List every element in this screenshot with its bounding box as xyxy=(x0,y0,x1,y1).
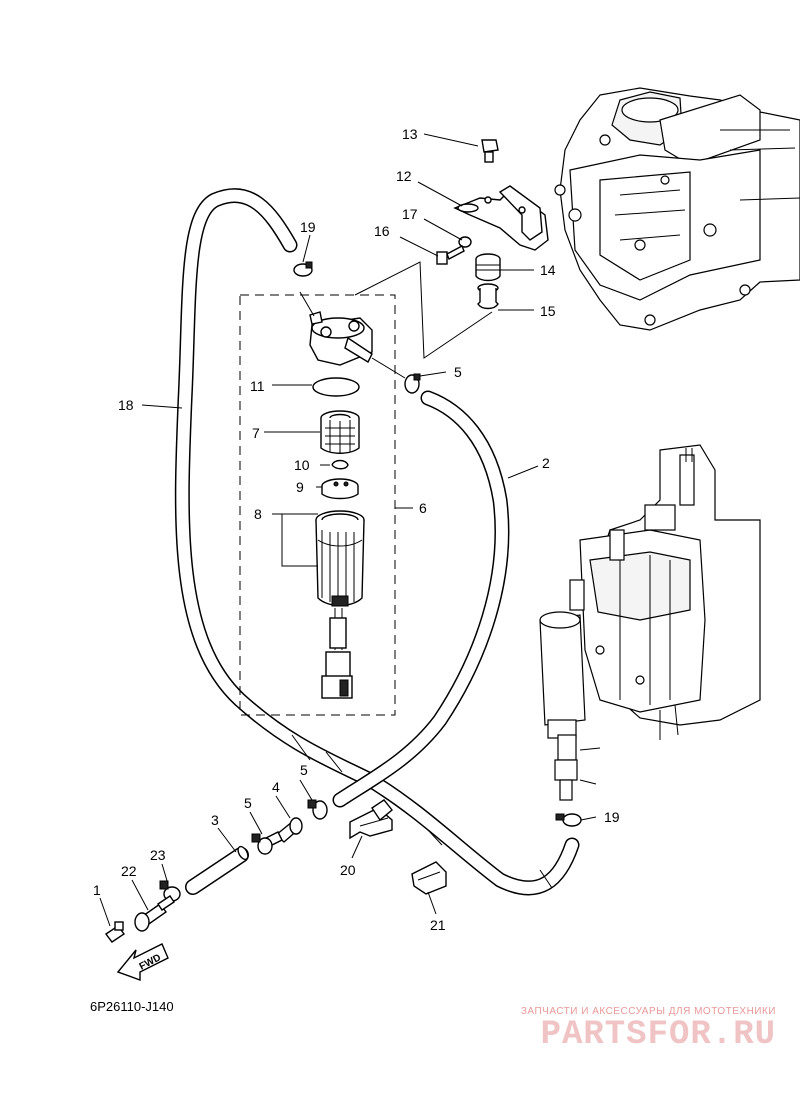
clip-5-lower-b xyxy=(251,833,273,855)
callout-6: 6 xyxy=(419,500,427,516)
engine-block-upper xyxy=(554,87,800,331)
holder-20 xyxy=(349,799,393,840)
callout-16: 16 xyxy=(374,223,390,239)
fwd-arrow-icon: FWD xyxy=(116,943,169,981)
filter-assembly-box xyxy=(239,294,396,716)
hose-3 xyxy=(185,845,249,895)
washer-17 xyxy=(458,236,472,248)
filter-head xyxy=(299,291,406,379)
bolt-13 xyxy=(481,139,499,163)
callout-17: 17 xyxy=(402,206,418,222)
clip-19-lower xyxy=(555,813,582,827)
callout-23: 23 xyxy=(150,847,166,863)
watermark-brand: PARTSFOR.RU xyxy=(540,1016,776,1054)
collar-15 xyxy=(477,283,499,310)
callout-5-lower-a: 5 xyxy=(300,762,308,778)
callout-21: 21 xyxy=(430,917,446,933)
fuel-hose-2 xyxy=(332,390,510,808)
callout-20: 20 xyxy=(340,862,356,878)
float-9 xyxy=(321,478,359,500)
callout-labels: 13 12 17 16 14 15 19 5 11 7 10 9 8 6 18 … xyxy=(93,126,620,933)
fuel-hose-18 xyxy=(174,188,580,896)
joint-22 xyxy=(134,895,175,932)
holder-21 xyxy=(411,861,447,895)
callout-5-upper: 5 xyxy=(454,364,462,380)
callout-4: 4 xyxy=(272,779,280,795)
callout-10: 10 xyxy=(294,457,310,473)
callout-19-upper: 19 xyxy=(300,219,316,235)
callout-13: 13 xyxy=(402,126,418,142)
callout-3: 3 xyxy=(211,812,219,828)
filter-element-7 xyxy=(320,410,360,454)
callout-19-lower: 19 xyxy=(604,809,620,825)
callout-18: 18 xyxy=(118,397,134,413)
clip-5-upper xyxy=(404,373,421,394)
leader-bracket xyxy=(354,261,493,359)
callout-9: 9 xyxy=(296,479,304,495)
callout-14: 14 xyxy=(540,262,556,278)
bolt-16 xyxy=(436,245,465,265)
leader-lines xyxy=(99,133,597,927)
callout-22: 22 xyxy=(121,863,137,879)
watermark-subtitle: ЗАПЧАСТИ И АКСЕССУАРЫ ДЛЯ МОТОТЕХНИКИ xyxy=(520,1006,776,1017)
clip-5-lower-a xyxy=(307,799,328,820)
callout-7: 7 xyxy=(252,425,260,441)
bracket-12 xyxy=(453,185,549,251)
clip-10 xyxy=(331,459,349,470)
grommet-14 xyxy=(475,253,501,282)
callout-2: 2 xyxy=(542,455,550,471)
callout-11: 11 xyxy=(250,378,265,394)
callout-5-lower-b: 5 xyxy=(244,795,252,811)
callout-12: 12 xyxy=(396,168,412,184)
sensor-connector xyxy=(321,608,353,699)
o-ring-11 xyxy=(312,377,360,397)
diagram-code: 6P26110-J140 xyxy=(90,999,174,1014)
watermark: ЗАПЧАСТИ И АКСЕССУАРЫ ДЛЯ МОТОТЕХНИКИ PA… xyxy=(521,1006,776,1053)
callout-1: 1 xyxy=(93,882,101,898)
callout-8: 8 xyxy=(254,506,262,522)
vapor-separator-assembly xyxy=(539,444,761,801)
callout-15: 15 xyxy=(540,303,556,319)
plug-1 xyxy=(104,921,126,943)
filter-cup-8 xyxy=(315,510,365,607)
clip-19-upper xyxy=(293,261,313,277)
